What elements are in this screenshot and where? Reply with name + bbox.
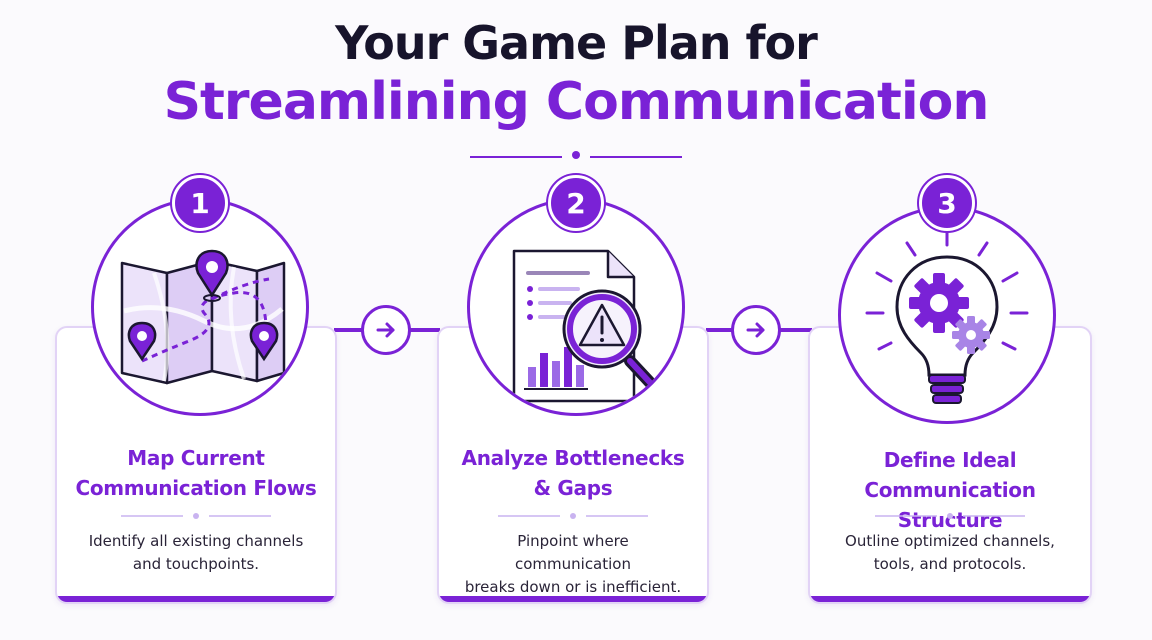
lightbulb-gears-icon: [865, 229, 1029, 404]
arrow-right-icon: [376, 322, 395, 338]
step-description-2-line2: breaks down or is inefficient.: [464, 578, 682, 596]
step-title-1-line2: Communication Flows: [75, 476, 317, 500]
step-icon-circle-1: [91, 198, 309, 416]
report-magnifier-warning-icon: [512, 249, 662, 403]
card-bottom-bar-1: [57, 596, 335, 602]
step-description-3-line1: Outline optimized channels,: [845, 532, 1055, 550]
arrow-connector-1: [361, 305, 411, 355]
map-with-pins-icon: [120, 249, 286, 385]
step-description-2-line1: Pinpoint where communication: [514, 532, 631, 573]
step-title-2-line1: Analyze Bottlenecks: [461, 446, 685, 470]
step-description-3-line2: tools, and protocols.: [873, 555, 1027, 573]
step-description-1-line1: Identify all existing channels: [88, 532, 304, 550]
step-icon-circle-3: [838, 206, 1056, 424]
step-title-2-line2: & Gaps: [533, 476, 613, 500]
step-divider-3: [875, 513, 1025, 519]
card-bottom-bar-2: [439, 596, 707, 602]
page-title-line2: Streamlining Communication: [163, 72, 990, 132]
step-number-1: 1: [172, 175, 228, 231]
arrow-right-icon: [746, 322, 765, 338]
title-divider: [470, 151, 682, 159]
step-divider-2: [498, 513, 648, 519]
gear-icon: [909, 273, 969, 333]
step-title-1: Map Current Communication Flows: [57, 443, 335, 503]
step-title-1-line1: Map Current: [127, 446, 265, 470]
step-description-1-line2: and touchpoints.: [132, 555, 260, 573]
step-description-2: Pinpoint where communication breaks down…: [459, 530, 687, 599]
step-divider-1: [121, 513, 271, 519]
step-description-1: Identify all existing channels and touch…: [77, 530, 315, 576]
step-title-3-line1: Define Ideal: [883, 448, 1017, 472]
page-title-line1: Your Game Plan for: [335, 16, 818, 70]
gear-icon: [952, 316, 990, 354]
step-number-2: 2: [548, 175, 604, 231]
location-pin: [195, 249, 229, 302]
card-bottom-bar-3: [810, 596, 1090, 602]
step-title-2: Analyze Bottlenecks & Gaps: [439, 443, 707, 503]
step-title-3: Define Ideal Communication Structure: [810, 445, 1090, 535]
step-number-3: 3: [919, 175, 975, 231]
step-title-3-line2: Communication Structure: [864, 478, 1036, 532]
step-description-3: Outline optimized channels, tools, and p…: [830, 530, 1070, 576]
arrow-connector-2: [731, 305, 781, 355]
